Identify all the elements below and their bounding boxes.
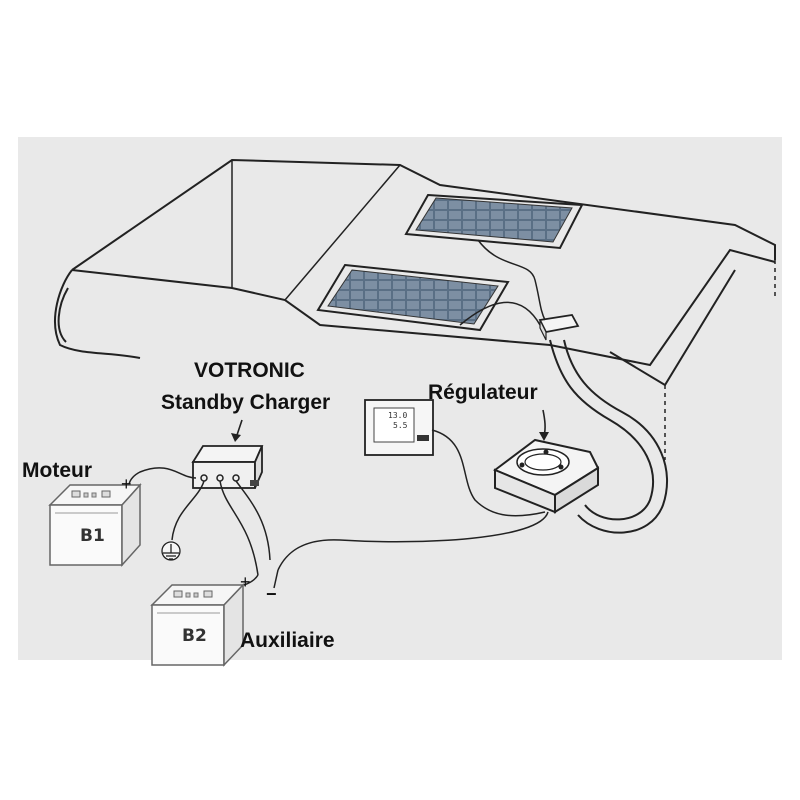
display-unit <box>364 399 434 456</box>
regulator-label: Régulateur <box>428 381 538 404</box>
b2-minus-sign: − <box>266 584 277 604</box>
panel-cables <box>459 239 546 326</box>
ground-symbol <box>161 541 181 561</box>
b2-leads <box>243 569 279 589</box>
aux-battery-label: Auxiliaire <box>240 629 335 652</box>
roof-junction-box <box>538 314 580 341</box>
b2-plus-sign: + <box>240 572 251 592</box>
diagram-background <box>18 137 782 660</box>
vehicle-roof <box>54 158 776 460</box>
charger-subtitle: Standby Charger <box>161 391 331 414</box>
b1-plus-sign: + <box>121 474 132 494</box>
regulator-output-cables <box>277 511 549 571</box>
solar-panel-front <box>316 263 510 332</box>
engine-battery-label: Moteur <box>22 459 92 482</box>
battery-b1-tag: B1 <box>80 526 105 546</box>
charger-title: VOTRONIC <box>194 359 305 382</box>
display-line-2: 5.5 <box>393 421 408 430</box>
battery-b2-tag: B2 <box>182 626 207 646</box>
solar-panel-back <box>404 193 584 250</box>
battery-b1 <box>48 483 142 567</box>
display-line-1: 13.0 <box>388 411 408 420</box>
battery-b2 <box>150 583 245 667</box>
roof-to-regulator-cable <box>549 339 668 534</box>
regulator-device <box>493 438 600 514</box>
display-cable <box>431 429 546 517</box>
